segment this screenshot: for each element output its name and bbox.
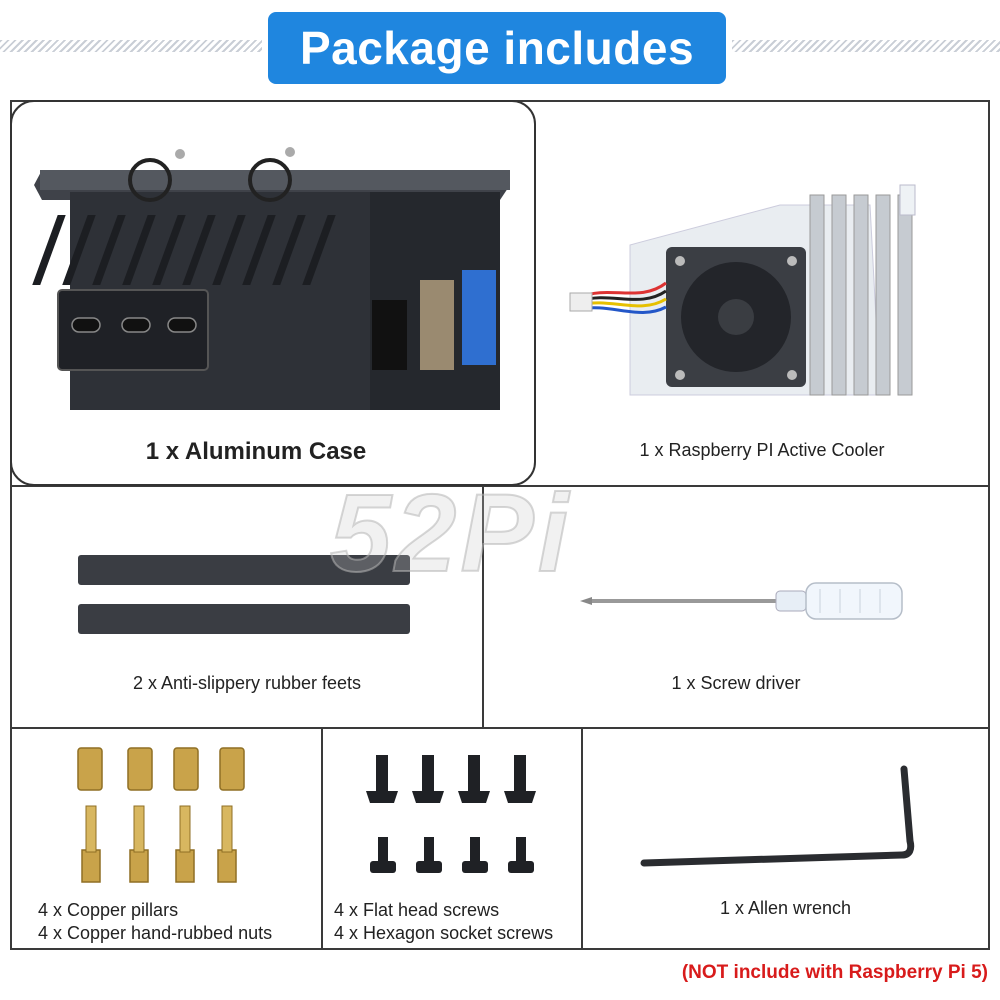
label-hexagon-screws: 4 x Hexagon socket screws xyxy=(334,923,554,943)
brand-watermark: 52Pi xyxy=(329,471,573,596)
allen-wrench-image xyxy=(640,765,915,867)
header-stripe-left xyxy=(0,40,262,52)
grid-outer-right xyxy=(988,100,990,950)
header-stripe-right xyxy=(732,40,1000,52)
screwdriver-image xyxy=(580,582,903,620)
rubber-foot-strip xyxy=(78,555,410,585)
grid-outer-bottom xyxy=(10,948,990,950)
active-cooler-image xyxy=(569,184,916,396)
grid-row2-divider xyxy=(10,727,990,729)
copper-pillars-image xyxy=(77,747,245,883)
page-title: Package includes xyxy=(268,12,726,84)
grid-col-row3-a xyxy=(321,727,323,950)
grid-col-row2 xyxy=(482,485,484,729)
label-aluminum-case: 1 x Aluminum Case xyxy=(145,438,367,465)
label-copper-nuts: 4 x Copper hand-rubbed nuts xyxy=(38,923,273,943)
aluminum-case-image xyxy=(32,147,510,410)
grid-col-row3-b xyxy=(581,727,583,950)
label-copper-pillars: 4 x Copper pillars xyxy=(38,900,179,920)
label-allen-wrench: 1 x Allen wrench xyxy=(719,898,852,918)
screws-image xyxy=(366,755,536,873)
label-active-cooler: 1 x Raspberry PI Active Cooler xyxy=(639,440,885,460)
label-flat-head-screws: 4 x Flat head screws xyxy=(334,900,500,920)
label-screwdriver: 1 x Screw driver xyxy=(671,673,801,693)
grid-outer-left xyxy=(10,100,12,950)
not-included-note: (NOT include with Raspberry Pi 5) xyxy=(681,962,988,983)
grid-row1-divider xyxy=(10,485,990,487)
label-rubber-feet: 2 x Anti-slippery rubber feets xyxy=(132,673,362,693)
rubber-foot-strip xyxy=(78,604,410,634)
